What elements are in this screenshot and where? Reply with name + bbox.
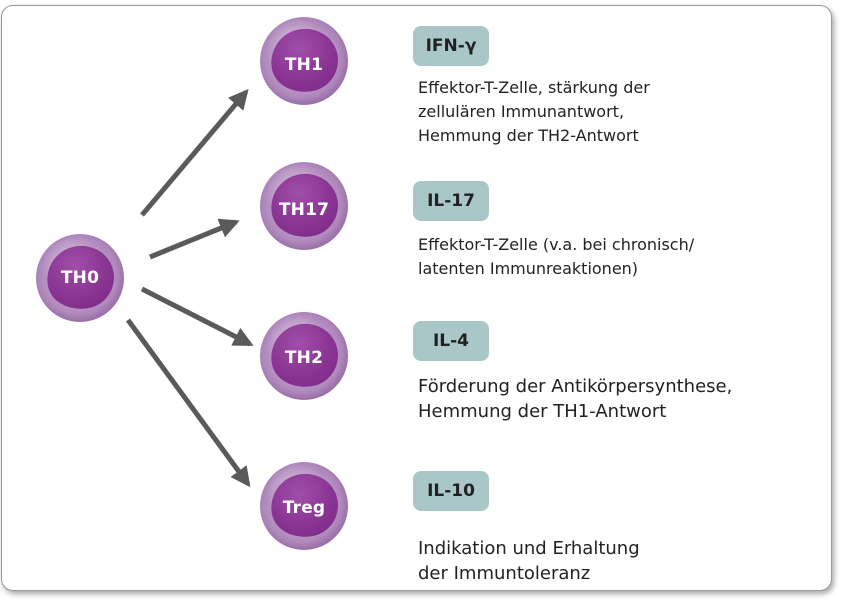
th1-description: Effektor-T-Zelle, stärkung der zelluläre… (418, 78, 650, 145)
cytokine-badge-ifn-gamma: IFN-γ (413, 26, 489, 66)
th1-cell: TH1 (260, 17, 348, 105)
treg-label: Treg (282, 498, 326, 518)
th17-description: Effektor-T-Zelle (v.a. bei chronisch/ la… (418, 235, 695, 278)
cytokine-badge-il-4: IL-4 (413, 321, 489, 361)
treg-description: Indikation und Erhaltung der Immuntolera… (418, 538, 640, 584)
th0-label: TH0 (60, 268, 100, 288)
th17-label: TH17 (278, 200, 330, 220)
th2-label: TH2 (284, 348, 324, 368)
arrow-to-th1 (140, 88, 249, 217)
arrow-to-th17 (149, 218, 240, 260)
th2-cell: TH2 (260, 312, 348, 400)
arrow-to-treg (125, 318, 251, 488)
cytokine-badge-il-10: IL-10 (413, 471, 489, 511)
th0-cell: TH0 (36, 234, 124, 322)
treg-cell: Treg (260, 462, 348, 550)
th17-cell: TH17 (260, 162, 348, 250)
th2-description: Förderung der Antikörpersynthese, Hemmun… (418, 376, 733, 422)
arrow-to-th2 (140, 286, 254, 347)
th1-label: TH1 (284, 55, 324, 75)
cytokine-badge-il-17: IL-17 (413, 181, 489, 221)
